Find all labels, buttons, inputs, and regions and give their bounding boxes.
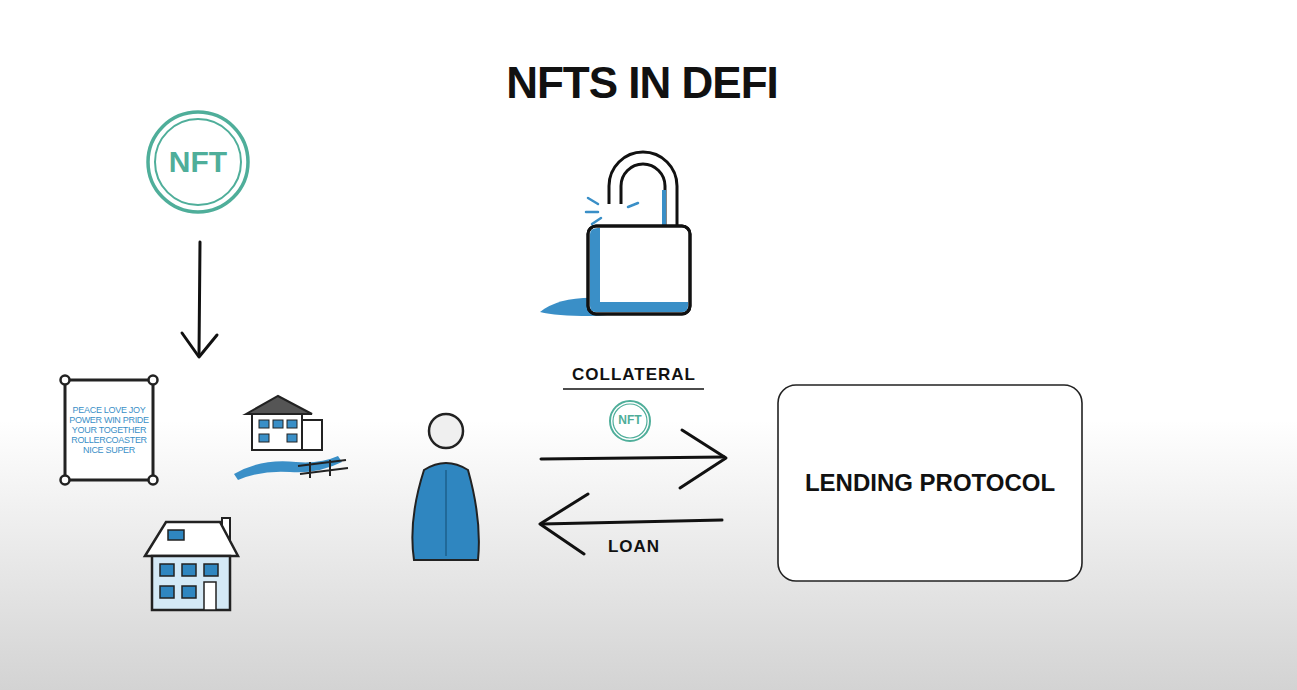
loan-label: LOAN [608,537,660,557]
box-outline [778,385,1082,581]
lock-face [590,228,688,312]
arrow-head [680,430,726,488]
lock-shackle [615,158,671,230]
coin-inner-rim [613,404,647,438]
window [287,434,297,442]
window [182,586,196,598]
label-underline [563,388,704,390]
door [204,582,216,610]
house-body [152,556,230,610]
window [182,564,196,576]
diagram-title: NFTS IN DEFI [506,58,778,108]
roof-window [168,530,184,540]
arrow-head [182,333,217,357]
window [273,420,283,428]
arrow-head [540,494,588,554]
window [259,420,269,428]
node-text: NFT [618,414,641,428]
node-text: PEACE LOVE JOY POWER WIN PRIDE YOUR TOGE… [68,405,150,455]
window [160,564,174,576]
window [204,564,218,576]
frame-corner [149,476,158,485]
loan-arrow [542,520,722,524]
window [160,586,174,598]
house-roof [145,522,238,556]
frame-corner [149,376,158,385]
person-body [412,463,479,560]
lock-outline [588,226,690,314]
coin-rim [148,112,248,212]
down-arrow [199,242,200,356]
person-head [429,414,463,448]
node-text: NFT [169,145,227,180]
node-text: LENDING PROTOCOL [805,469,1055,497]
lock-shackle [615,158,671,230]
nft-token: NFT [608,399,652,443]
picture-frame [65,380,153,480]
nft-coin: NFT [146,110,250,214]
water [234,456,342,480]
collateral-arrow [541,457,724,459]
lock-body [588,226,690,314]
dock [298,460,348,478]
house-wing [302,420,322,450]
frame-corner [61,376,70,385]
coin-inner-rim [155,119,241,205]
window [287,420,297,428]
house-roof [246,396,312,414]
person-fold [445,470,447,556]
collateral-label: COLLATERAL [572,365,696,385]
art-poster: PEACE LOVE JOY POWER WIN PRIDE YOUR TOGE… [62,377,156,483]
lending-protocol-box: LENDING PROTOCOL [777,384,1083,582]
lock-shackle [662,190,666,230]
window [259,434,269,442]
house-body [252,412,302,450]
frame-corner [61,476,70,485]
coin-rim [610,401,650,441]
sparkle [586,198,638,224]
